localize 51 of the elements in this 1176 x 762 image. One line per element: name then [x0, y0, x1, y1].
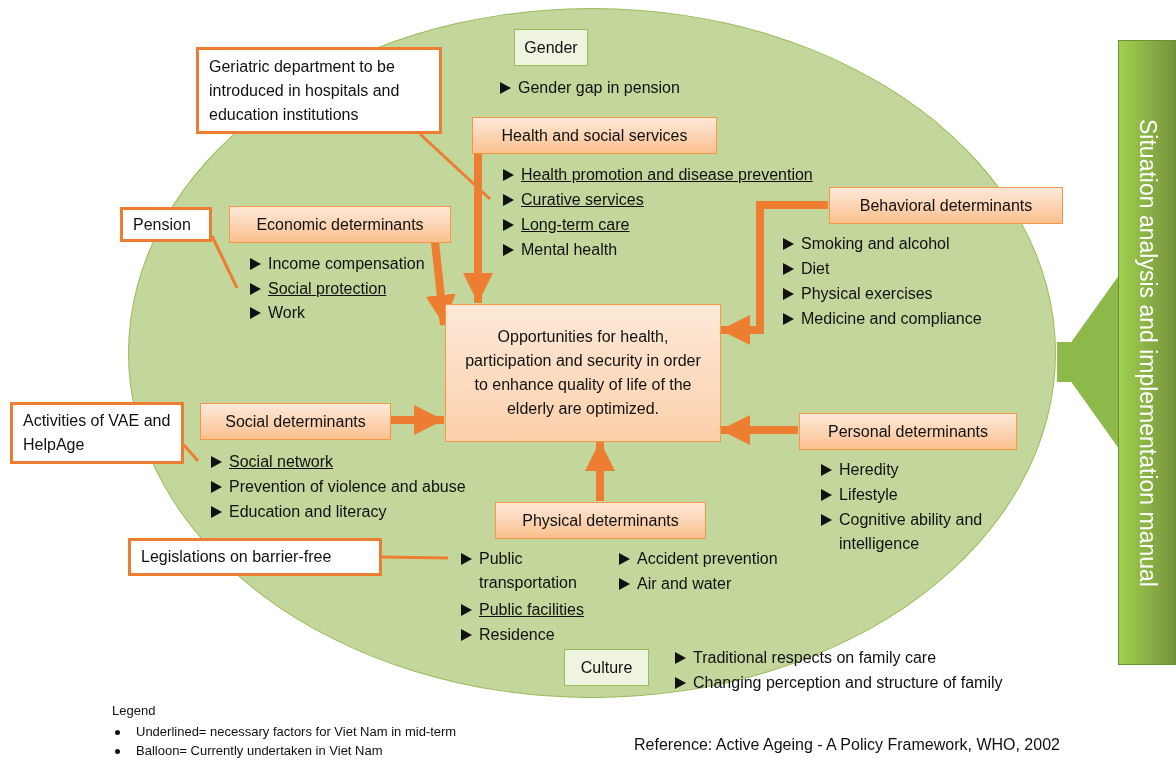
list-item: Medicine and compliance — [771, 307, 1001, 331]
arrow — [425, 241, 456, 326]
list-item: Public facilities — [449, 598, 599, 622]
list-item: Education and literacy — [199, 500, 399, 524]
list-item: Prevention of violence and abuse — [199, 475, 474, 499]
arrow — [390, 405, 444, 435]
list-item: Curative services — [491, 188, 671, 212]
determinant-box: Social determinants — [200, 403, 391, 440]
list-item: Gender gap in pension — [488, 76, 728, 100]
list-item: Air and water — [607, 572, 747, 596]
list-item: Traditional respects on family care — [663, 646, 983, 670]
list-item: Income compensation — [238, 252, 428, 276]
leader-line — [419, 132, 491, 201]
list-item: Public transportation — [449, 547, 599, 595]
determinant-box: Behavioral determinants — [829, 187, 1063, 224]
leader-line — [210, 235, 239, 289]
callout-balloon: Pension — [120, 207, 212, 242]
arrow — [463, 153, 493, 303]
determinant-box: Personal determinants — [799, 413, 1017, 450]
arrow — [720, 201, 828, 345]
list-item: Long-term care — [491, 213, 651, 237]
list-item: Cognitive ability and intelligence — [809, 508, 1009, 556]
list-item: Changing perception and structure of family — [663, 671, 1023, 695]
list-item: Accident prevention — [607, 547, 797, 571]
leader-line — [381, 555, 449, 560]
determinant-box: Physical determinants — [495, 502, 706, 539]
vertical-banner: Situation analysis and implementation manual — [1118, 40, 1176, 665]
arrow — [585, 441, 615, 501]
callout-balloon: Activities of VAE and HelpAge — [10, 402, 184, 464]
leader-line — [182, 444, 200, 462]
list-item: Mental health — [491, 238, 641, 262]
list-item: Physical exercises — [771, 282, 951, 306]
list-item: Heredity — [809, 458, 929, 482]
list-item: Diet — [771, 257, 871, 281]
list-item: Lifestyle — [809, 483, 929, 507]
reference-note: Reference: Active Ageing - A Policy Framework, WHO, 2002 — [634, 736, 1060, 754]
determinant-box: Economic determinants — [229, 206, 451, 243]
arrow — [720, 415, 798, 445]
list-item: Social network — [199, 450, 349, 474]
legend-heading: Legend — [112, 703, 156, 718]
list-item: Work — [238, 301, 328, 325]
list-item: Smoking and alcohol — [771, 232, 971, 256]
category-box: Gender — [514, 29, 588, 66]
goal-box: Opportunities for health, participation and security in order to enhance quality of life of the elderly are optimized. — [445, 304, 721, 442]
legend-entry: Underlined= necessary factors for Viet Nam in mid-term — [112, 724, 457, 739]
legend-entry: Balloon= Currently undertaken in Viet Nam — [112, 743, 383, 758]
list-item: Health promotion and disease prevention — [491, 163, 821, 187]
category-box: Culture — [564, 649, 649, 686]
determinant-box: Health and social services — [472, 117, 717, 154]
list-item: Social protection — [238, 277, 398, 301]
list-item: Residence — [449, 623, 569, 647]
